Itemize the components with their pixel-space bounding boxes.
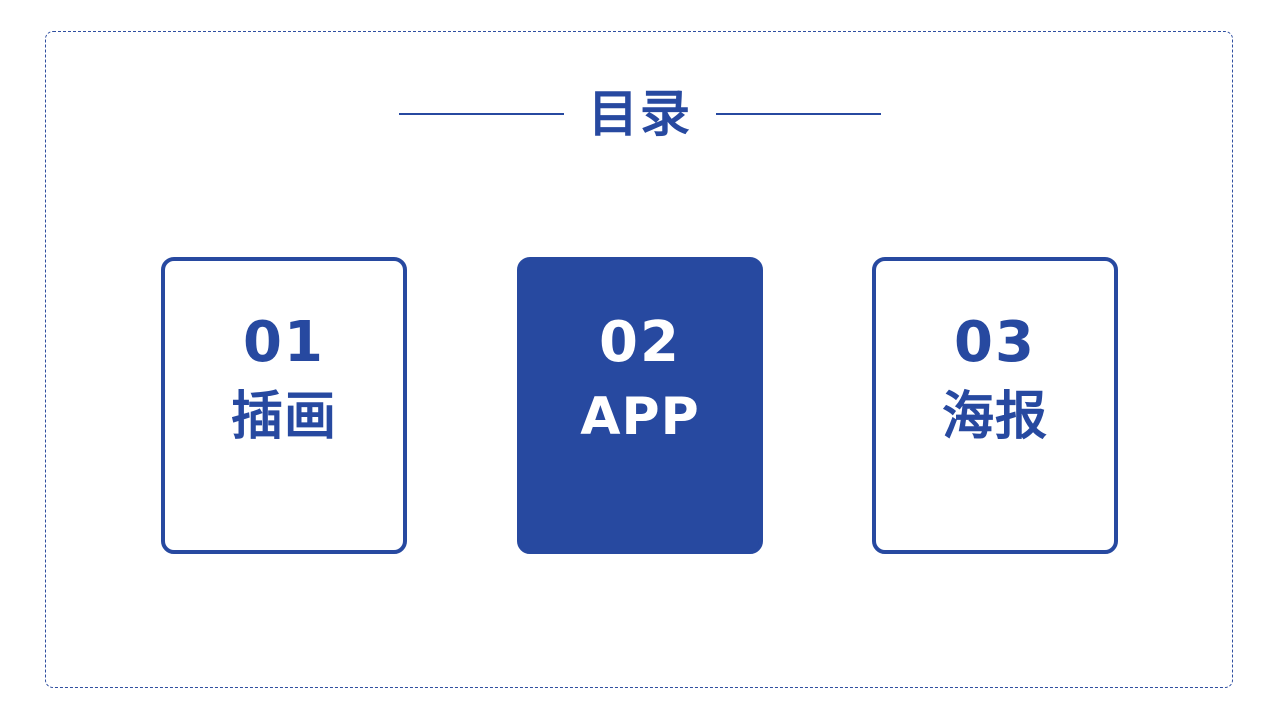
section-card-app[interactable]: 02 APP [517,257,763,554]
dashed-border-frame [45,31,1233,688]
title-divider-left [399,113,564,115]
section-label: 海报 [941,387,1048,447]
page-title: 目录 [588,85,692,143]
toc-header: 目录 [0,82,1280,146]
section-number: 01 [243,310,325,375]
title-divider-right [716,113,881,115]
section-card-illustration[interactable]: 01 插画 [161,257,407,554]
section-number: 02 [599,310,681,375]
section-card-poster[interactable]: 03 海报 [872,257,1118,554]
section-label: APP [580,387,700,447]
section-label: 插画 [230,387,337,447]
section-number: 03 [954,310,1036,375]
